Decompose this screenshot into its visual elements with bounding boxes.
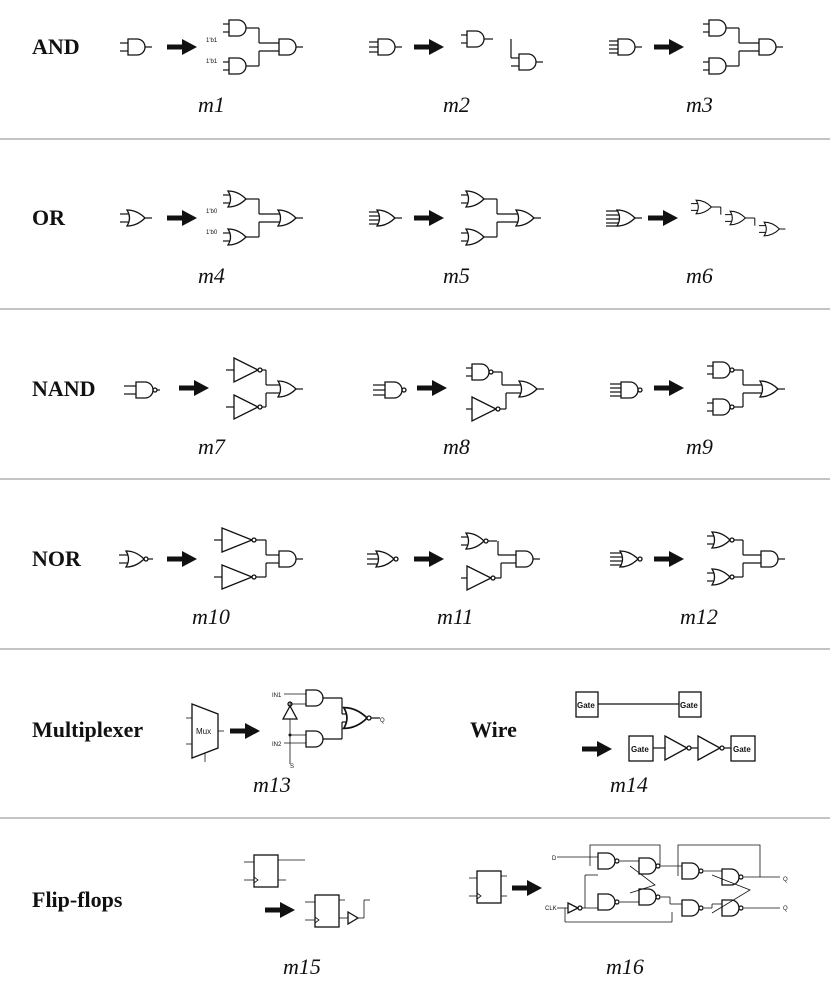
ff-d-label: D [552, 856, 557, 862]
caption-m5: m5 [443, 263, 470, 288]
and-to-and-tree-diagram-m3 [609, 19, 783, 75]
mux-out-label: Q [380, 718, 385, 724]
nand-to-and-nand-or-diagram-m8 [373, 363, 544, 423]
mux-label: Mux [196, 727, 211, 736]
caption-m15: m15 [283, 954, 321, 979]
row-label-and: AND [32, 34, 80, 59]
or-to-or-tree-diagram-m4: 1'b0 1'b0 [120, 190, 303, 246]
and-to-and-tree-diagram-m2 [369, 30, 543, 71]
or-to-or-chain-diagram-m6 [606, 199, 786, 237]
nor-to-inverted-and-diagram-m10 [119, 527, 303, 590]
caption-m1: m1 [198, 92, 225, 117]
caption-m7: m7 [198, 434, 226, 459]
caption-m13: m13 [253, 772, 291, 797]
gate-box-label: Gate [680, 701, 698, 710]
row-label-or: OR [32, 205, 66, 230]
ff-clk-label: CLK [545, 906, 557, 912]
ff-qbar-label: Q [783, 906, 788, 912]
caption-m14: m14 [610, 772, 648, 797]
gate-box-label: Gate [733, 745, 751, 754]
caption-m3: m3 [686, 92, 713, 117]
caption-m10: m10 [192, 604, 230, 629]
or-to-or-tree-diagram-m5 [369, 190, 541, 246]
row-label-nor: NOR [32, 546, 82, 571]
const-one-label: 1'b1 [206, 38, 218, 44]
row-label-wire: Wire [470, 717, 517, 742]
flipflop-gate-level-diagram-m16: D CLK Q Q [469, 844, 788, 923]
caption-m2: m2 [443, 92, 470, 117]
nand-to-inverted-or-diagram-m7 [124, 356, 303, 421]
mux-in1-label: IN1 [272, 693, 282, 699]
caption-m6: m6 [686, 263, 713, 288]
and-to-and-tree-diagram-m1: 1'b1 1'b1 [120, 19, 303, 75]
row-label-nand: NAND [32, 376, 96, 401]
nor-to-or-not-and-diagram-m11 [367, 532, 540, 592]
gate-box-label: Gate [631, 745, 649, 754]
mux-sel-label: S [290, 764, 294, 770]
caption-m16: m16 [606, 954, 644, 979]
caption-m4: m4 [198, 263, 225, 288]
nor-to-nor-and-diagram-m12 [610, 531, 785, 586]
const-zero-label: 1'b0 [206, 230, 218, 236]
flipflop-variant-diagram-m15 [244, 854, 370, 928]
gate-box-label: Gate [577, 701, 595, 710]
wire-to-buffer-chain-diagram-m14: Gate Gate Gate Gate [575, 691, 756, 762]
mux-in2-label: IN2 [272, 742, 282, 748]
row-label-multiplexer: Multiplexer [32, 717, 143, 742]
nand-to-nand-or-diagram-m9 [610, 361, 785, 416]
ff-q-label: Q [783, 877, 788, 883]
caption-m8: m8 [443, 434, 470, 459]
caption-m9: m9 [686, 434, 713, 459]
caption-m12: m12 [680, 604, 718, 629]
const-one-label: 1'b1 [206, 59, 218, 65]
row-label-flip-flops: Flip-flops [32, 887, 123, 912]
const-zero-label: 1'b0 [206, 209, 218, 215]
mux-to-gates-diagram-m13: Mux IN1 IN2 S Q [186, 689, 385, 770]
caption-m11: m11 [437, 604, 473, 629]
